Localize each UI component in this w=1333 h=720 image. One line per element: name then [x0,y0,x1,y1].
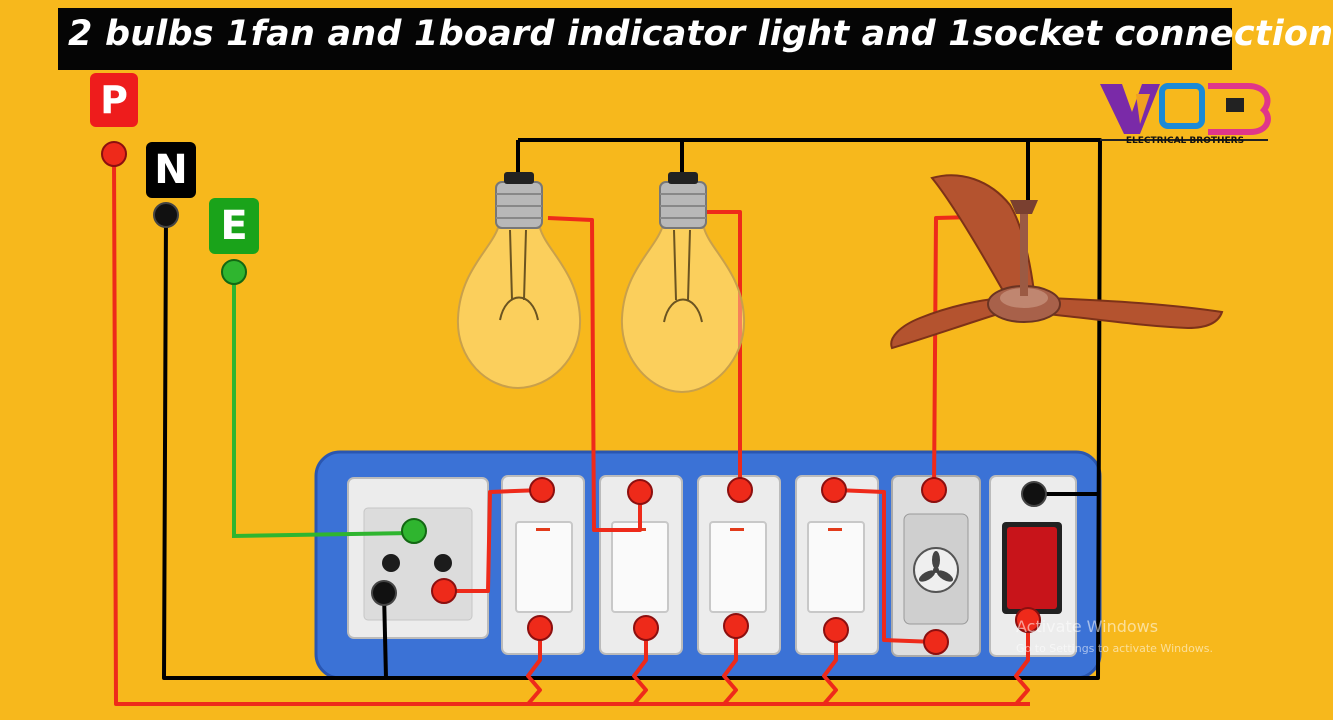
socket-pin-right [434,554,452,572]
wiring-diagram [101,83,1271,706]
activate-windows-hint: Go to Settings to activate Windows. [1016,642,1214,655]
earth-label: E [209,198,259,254]
fan-symbol-icon [918,551,954,582]
switch-plate-2[interactable] [599,475,683,655]
indicator-light [1007,527,1057,609]
ceiling-fan-icon [890,174,1224,350]
earth-terminal-dot [221,259,247,285]
neutral-wires [162,138,1102,680]
bulb-1-icon [456,172,582,390]
earth-wire [232,272,415,539]
switch-plates [501,475,1077,657]
fan-regulator[interactable] [891,475,981,657]
indicator-plate [989,475,1077,657]
phase-terminal-dot [101,141,127,167]
page-title: 2 bulbs 1fan and 1board indicator light … [68,14,1333,54]
bulb-2-icon [620,172,746,394]
activate-windows-watermark: Activate Windows [1016,617,1159,636]
diagram-canvas: 2 bulbs 1fan and 1board indicator light … [58,8,1333,706]
phase-label: P [90,73,138,127]
logo-icon [1100,83,1271,141]
switch-plate-1[interactable] [501,475,585,655]
socket-pin-left [382,554,400,572]
neutral-label: N [146,142,196,198]
neutral-terminal-dot [153,202,179,228]
switch-plate-4[interactable] [795,475,879,655]
terminal-points [101,141,1047,655]
socket-plate [347,477,489,639]
title-bar [58,8,1232,70]
logo-caption: ELECTRICAL BROTHERS [1125,136,1245,146]
